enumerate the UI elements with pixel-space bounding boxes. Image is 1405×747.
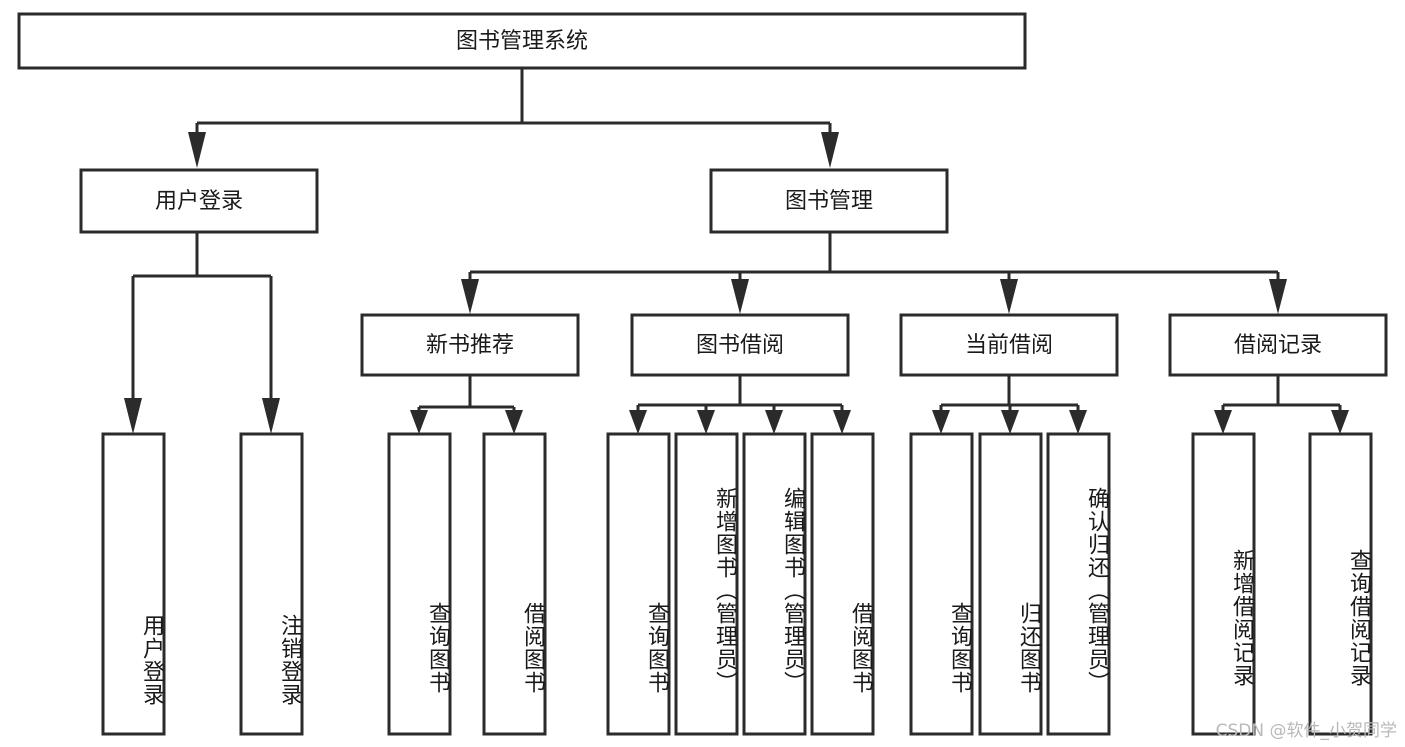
arrowhead-book-manage xyxy=(821,132,839,168)
csdn-watermark: CSDN @软件_小贺同学 xyxy=(1215,721,1397,741)
node-new-book-rec-box[interactable] xyxy=(360,313,580,377)
arrowhead-leaf-nbr-1 xyxy=(505,410,523,434)
arrowhead-leaf-cb-1 xyxy=(1001,410,1019,434)
arrowhead-new-book-rec xyxy=(461,279,479,314)
arrowhead-leaf-bb-0 xyxy=(629,410,647,434)
node-borrow-record-box[interactable] xyxy=(1168,313,1388,377)
arrowhead-leaf-bb-3 xyxy=(833,410,851,434)
leaf-box-book-borrow-2[interactable] xyxy=(742,432,807,736)
arrowhead-leaf-user-login-1 xyxy=(262,398,280,434)
node-root-label: 图书管理系统 xyxy=(456,29,588,54)
node-root-box[interactable] xyxy=(17,12,1027,70)
leaf-box-user-login-1[interactable] xyxy=(239,432,304,736)
node-book-manage-box[interactable] xyxy=(709,168,949,234)
node-user-login-label: 用户登录 xyxy=(155,189,243,214)
arrowhead-leaf-bb-2 xyxy=(765,410,783,434)
arrowhead-user-login xyxy=(188,132,206,168)
arrowhead-leaf-br-0 xyxy=(1214,410,1232,434)
arrowhead-current-borrow xyxy=(1000,279,1018,314)
leaf-box-current-borrow-1[interactable] xyxy=(978,432,1043,736)
leaf-box-current-borrow-2[interactable] xyxy=(1046,432,1111,736)
leaf-box-borrow-record-1[interactable] xyxy=(1308,432,1373,736)
node-new-book-rec-label: 新书推荐 xyxy=(426,333,514,358)
node-borrow-record-label: 借阅记录 xyxy=(1234,333,1322,358)
leaf-box-book-borrow-0[interactable] xyxy=(606,432,671,736)
node-book-borrow-box[interactable] xyxy=(630,313,850,377)
leaf-box-current-borrow-0[interactable] xyxy=(909,432,974,736)
arrowhead-leaf-cb-2 xyxy=(1069,410,1087,434)
node-current-borrow-box[interactable] xyxy=(899,313,1119,377)
arrowhead-leaf-cb-0 xyxy=(932,410,950,434)
node-book-manage-label: 图书管理 xyxy=(785,189,873,214)
arrowhead-leaf-nbr-0 xyxy=(410,410,428,434)
arrowhead-leaf-user-login-0 xyxy=(124,398,142,434)
leaf-box-book-borrow-3[interactable] xyxy=(810,432,875,736)
arrowhead-leaf-br-1 xyxy=(1331,410,1349,434)
leaf-box-user-login-0[interactable] xyxy=(101,432,166,736)
node-user-login-box[interactable] xyxy=(79,168,319,234)
node-book-borrow-label: 图书借阅 xyxy=(696,333,784,358)
arrowhead-leaf-bb-1 xyxy=(697,410,715,434)
leaf-box-borrow-record-0[interactable] xyxy=(1191,432,1256,736)
leaf-box-new-book-rec-1[interactable] xyxy=(482,432,547,736)
leaf-box-new-book-rec-0[interactable] xyxy=(387,432,452,736)
arrowhead-book-borrow xyxy=(731,279,749,314)
arrowhead-borrow-record xyxy=(1269,279,1287,314)
leaf-box-book-borrow-1[interactable] xyxy=(674,432,739,736)
node-current-borrow-label: 当前借阅 xyxy=(965,333,1053,358)
